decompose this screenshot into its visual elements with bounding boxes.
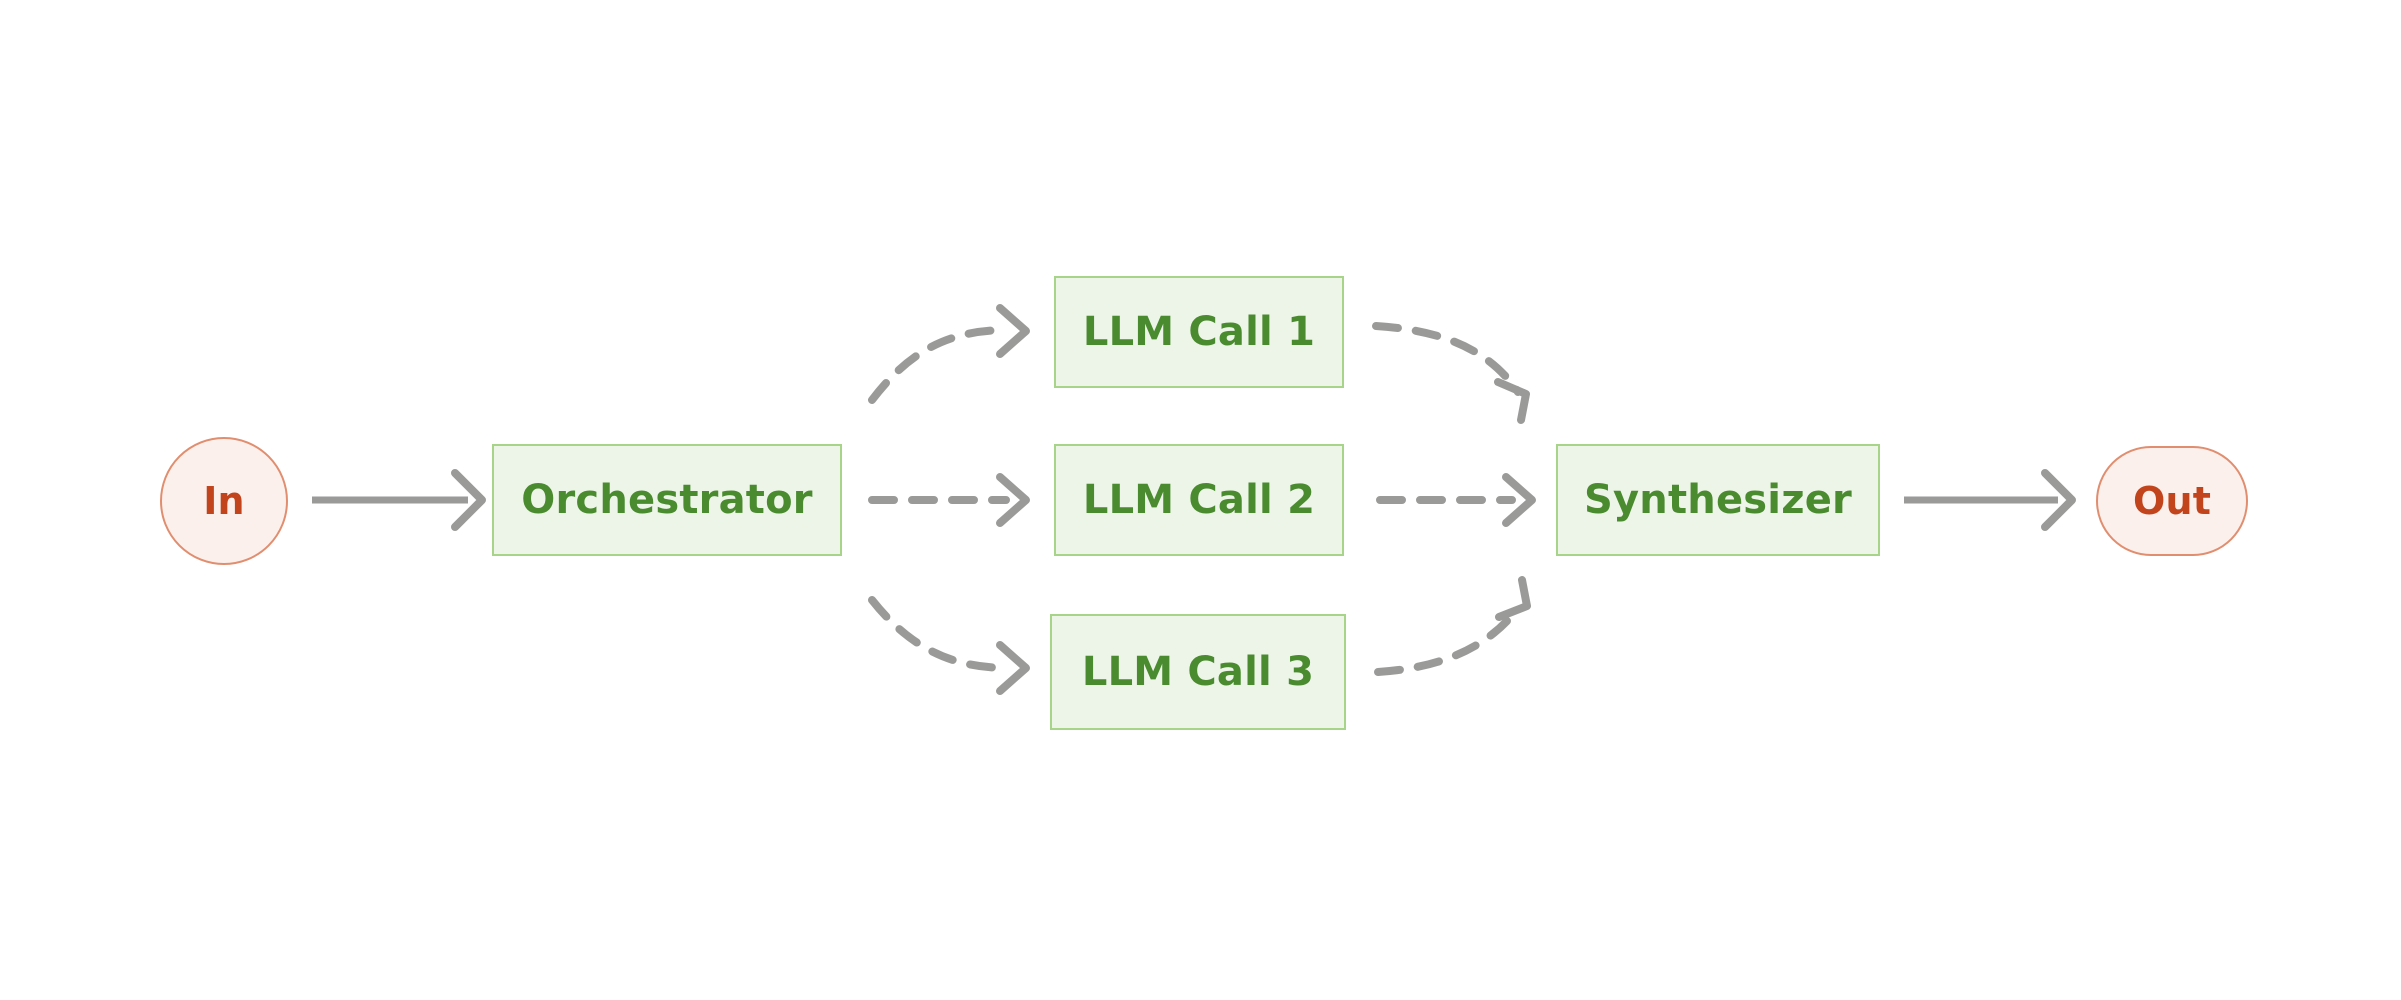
node-llm-call-2-label: LLM Call 2 <box>1082 477 1316 523</box>
node-synthesizer[interactable]: Synthesizer <box>1556 444 1880 556</box>
node-llm-call-1-label: LLM Call 1 <box>1082 309 1316 355</box>
node-orchestrator-label: Orchestrator <box>521 477 813 523</box>
edge-synthesizer-to-out <box>1904 469 2076 531</box>
node-llm-call-1[interactable]: LLM Call 1 <box>1054 276 1344 388</box>
node-in-label: In <box>203 479 245 523</box>
edge-llm-3-to-synthesizer <box>1374 576 1531 676</box>
edge-orchestrator-to-llm-3 <box>868 596 1030 695</box>
node-out-label: Out <box>2132 479 2212 523</box>
edge-llm-2-to-synthesizer <box>1376 473 1536 527</box>
node-orchestrator[interactable]: Orchestrator <box>492 444 842 556</box>
node-synthesizer-label: Synthesizer <box>1584 477 1852 523</box>
node-llm-call-2[interactable]: LLM Call 2 <box>1054 444 1344 556</box>
edge-in-to-orchestrator <box>312 469 486 531</box>
node-out[interactable]: Out <box>2096 446 2248 556</box>
node-llm-call-3-label: LLM Call 3 <box>1081 649 1315 695</box>
edge-orchestrator-to-llm-1 <box>868 304 1030 404</box>
node-llm-call-3[interactable]: LLM Call 3 <box>1050 614 1346 730</box>
node-in[interactable]: In <box>160 437 288 565</box>
edge-llm-1-to-synthesizer <box>1372 322 1530 424</box>
edge-orchestrator-to-llm-2 <box>868 473 1030 527</box>
